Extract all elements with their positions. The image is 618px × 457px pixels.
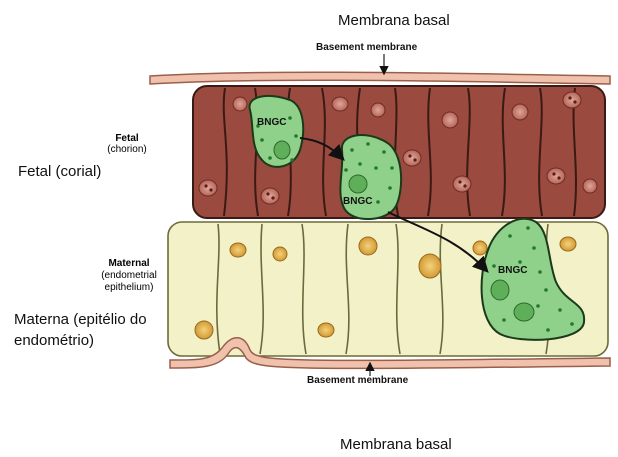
maternal-title: Maternal	[88, 258, 170, 270]
maternal-subtitle-2: epithelium)	[88, 282, 170, 294]
bngc-label-1: BNGC	[257, 117, 286, 128]
caption-maternal-pt: Materna (epitélio do endométrio)	[14, 309, 184, 351]
label-basement-membrane-top: Basement membrane	[316, 42, 417, 53]
maternal-label-group: Maternal (endometrial epithelium)	[88, 258, 170, 294]
label-basement-membrane-bottom: Basement membrane	[307, 375, 408, 386]
caption-basement-bottom-pt: Membrana basal	[340, 436, 452, 453]
maternal-subtitle-1: (endometrial	[88, 270, 170, 282]
bngc-label-2: BNGC	[343, 196, 372, 207]
basement-membrane-top	[150, 72, 610, 84]
bngc-label-3: BNGC	[498, 265, 527, 276]
fetal-label-group: Fetal (chorion)	[96, 133, 158, 155]
fetal-subtitle: (chorion)	[96, 144, 158, 155]
caption-basement-top-pt: Membrana basal	[338, 12, 450, 29]
caption-fetal-pt: Fetal (corial)	[18, 163, 101, 180]
fetal-title: Fetal	[96, 133, 158, 144]
